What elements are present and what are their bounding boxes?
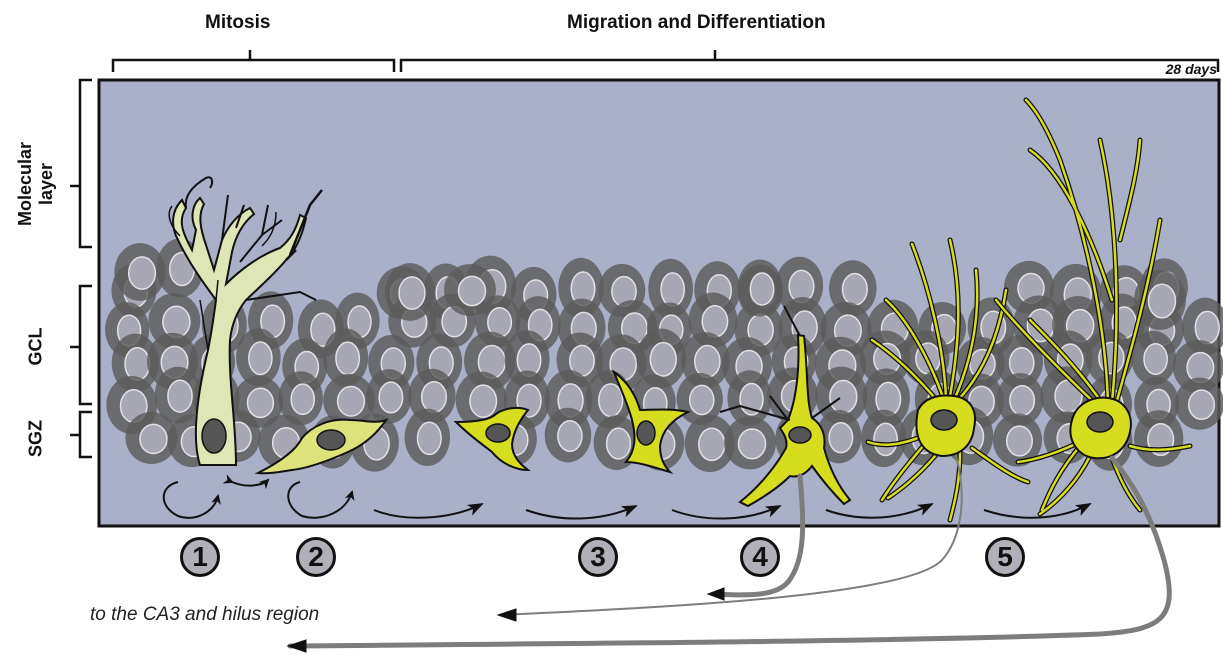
granule-cell (861, 410, 906, 467)
gcl-bracket (70, 286, 92, 404)
destination-label: to the CA3 and hilus region (90, 604, 319, 626)
gcl-label: GCL (26, 325, 47, 369)
molecular-bracket (70, 80, 92, 247)
stage-2-marker: 2 (296, 537, 336, 577)
mitosis-bracket (113, 50, 394, 72)
stage-1-marker: 1 (180, 537, 220, 577)
granule-cell (1175, 378, 1223, 430)
granule-cell (1131, 331, 1176, 385)
granule-cell (405, 409, 450, 466)
sgz-label: SGZ (26, 417, 47, 461)
duration-label: 28 days (1166, 61, 1217, 77)
granule-cell (385, 263, 435, 321)
molecular-layer-label: Molecular layer (15, 139, 59, 229)
granule-cell (738, 259, 783, 316)
sgz-bracket (70, 412, 92, 457)
migration-bracket (401, 50, 1218, 72)
stage-4-marker: 4 (740, 537, 780, 577)
molecular-layer-line1: Molecular (15, 139, 36, 229)
stage-5-marker: 5 (985, 537, 1025, 577)
stage-3-marker: 3 (578, 537, 618, 577)
molecular-layer-line2: layer (36, 139, 57, 229)
granule-cell (724, 416, 776, 469)
granule-cell (444, 264, 496, 316)
layer-brackets (70, 80, 92, 457)
migration-header: Migration and Differentiation (567, 12, 826, 34)
mitosis-header: Mitosis (205, 12, 270, 34)
timeline-brackets (113, 50, 1218, 72)
granule-cell (1134, 410, 1183, 467)
granule-cell (545, 408, 592, 463)
